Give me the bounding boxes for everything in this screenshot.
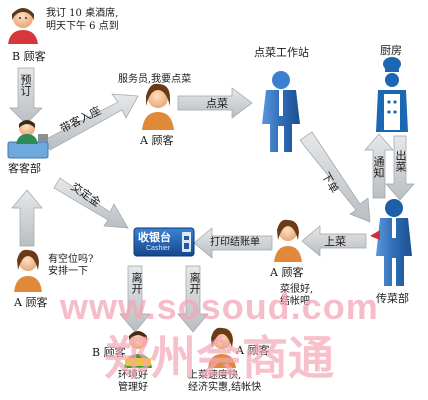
a-customer-mid-avatar: [142, 83, 174, 130]
cashier-subtitle: Cashier: [146, 245, 171, 252]
b-customer-top-speech-line1: 我订 10 桌酒席,: [46, 8, 119, 19]
arrow-seat-guest: [43, 93, 139, 151]
edge-label-leave-2: 离开: [188, 272, 201, 294]
edge-label-serve: 上菜: [324, 235, 346, 248]
arrow-dish-out: [385, 135, 415, 201]
a-customer-mid-label: A 顾客: [140, 134, 174, 147]
arrow-hand-order: [53, 177, 129, 229]
a-customer-left-label: A 顾客: [14, 296, 48, 309]
a-customer-right-comment-line2: 结帐吧: [280, 296, 310, 307]
a-customer-right-avatar: [274, 219, 302, 262]
arrow-to-reception: [11, 189, 43, 247]
kitchen-label: 厨房: [380, 44, 402, 57]
order-station-label: 点菜工作站: [254, 46, 309, 59]
arrow-order: [177, 87, 253, 119]
serving-dept-avatar: [370, 199, 412, 286]
kitchen-chef-avatar: [376, 57, 408, 132]
serving-dept-label: 传菜部: [376, 292, 409, 305]
reception-avatar: [7, 120, 49, 159]
b-customer-top-label: B 顾客: [12, 50, 46, 63]
b-customer-bottom-label: B 顾客: [92, 346, 126, 359]
edge-label-leave-1: 离开: [130, 272, 143, 294]
arrow-reserve: [9, 67, 43, 125]
a-customer-bottom-comment-line1: 上菜速度快,: [188, 370, 242, 381]
edge-label-notify: 通知: [372, 156, 385, 178]
arrow-print-bill: [193, 227, 273, 259]
b-customer-top-avatar: [8, 8, 38, 44]
a-customer-right-comment-line1: 菜很好,: [280, 284, 314, 295]
order-station-avatar: [262, 71, 300, 152]
a-customer-left-speech-line1: 有空位吗?: [48, 254, 94, 265]
a-customer-left-speech-line2: 安排一下: [48, 266, 88, 277]
a-customer-left-avatar: [14, 249, 42, 292]
reception-label: 客客部: [8, 162, 41, 175]
a-customer-bottom-label: A 顾客: [236, 344, 270, 357]
a-customer-mid-speech: 服务员,我要点菜: [118, 74, 192, 85]
arrow-notify: [364, 133, 394, 199]
cashier-box: [133, 227, 195, 257]
edge-label-reserve: 预订: [19, 74, 32, 96]
cashier-title: 收银台: [138, 231, 171, 244]
a-customer-bottom-avatar: [208, 327, 236, 368]
b-customer-bottom-comment-line1: 环境好: [118, 370, 148, 381]
b-customer-top-speech-line2: 明天下午 6 点到: [46, 21, 119, 32]
arrow-leave-2: [177, 265, 209, 333]
b-customer-bottom-comment-line2: 管理好: [118, 382, 148, 393]
edge-label-order: 点菜: [206, 97, 228, 110]
arrow-leave-1: [119, 265, 151, 333]
a-customer-right-label: A 顾客: [270, 266, 304, 279]
arrow-place-order: [299, 131, 371, 223]
edge-label-print-bill: 打印结账单: [210, 237, 260, 248]
arrow-serve: [301, 225, 367, 257]
edge-label-dish-out: 出菜: [394, 150, 407, 172]
b-customer-bottom-avatar: [124, 331, 152, 368]
a-customer-bottom-comment-line2: 经济实惠,结帐快: [188, 382, 262, 393]
